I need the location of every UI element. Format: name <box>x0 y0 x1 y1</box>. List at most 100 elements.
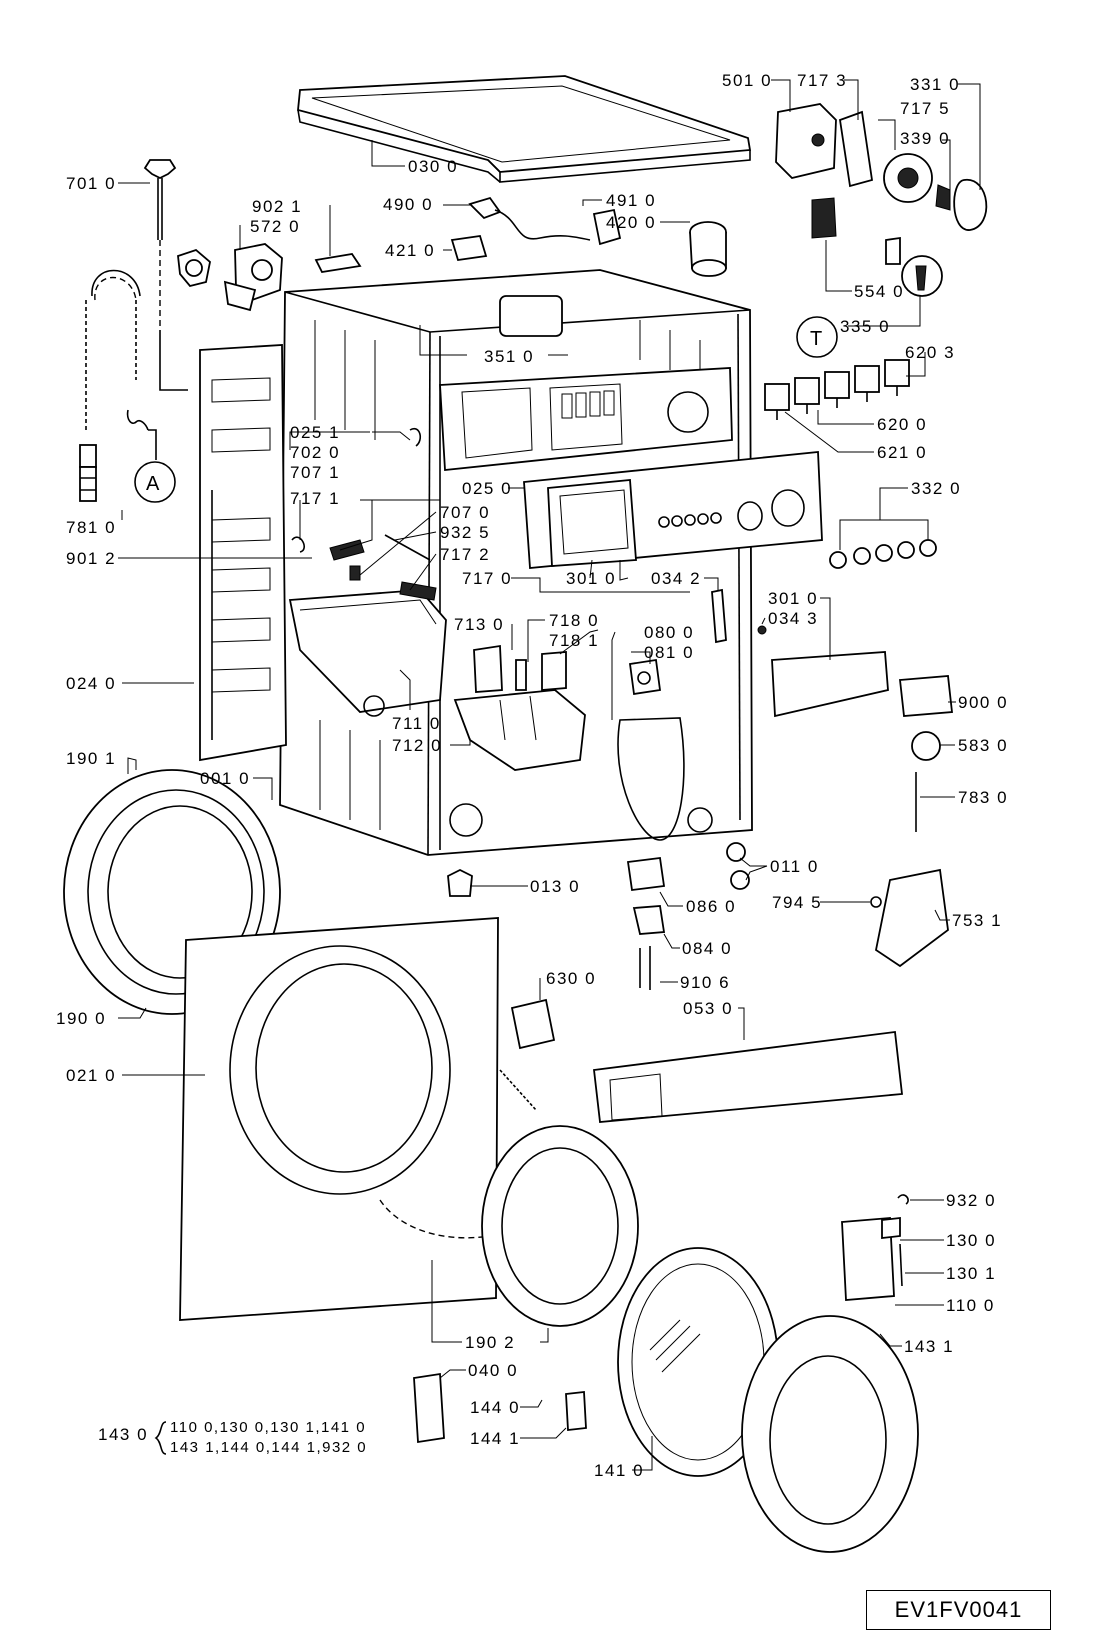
label-902-1: 902 1 <box>252 197 302 216</box>
inlet-hose-part <box>79 159 188 502</box>
label-707-0: 707 0 <box>440 503 490 522</box>
heater-gasket-part <box>617 658 685 841</box>
label-717-2: 717 2 <box>440 545 490 564</box>
label-335-0: 335 0 <box>840 317 890 336</box>
label-030-0: 030 0 <box>408 157 458 176</box>
label-013-0: 013 0 <box>530 877 580 896</box>
detail-t-letter: T <box>810 328 822 350</box>
label-034-3: 034 3 <box>768 609 818 628</box>
label-621-0: 621 0 <box>877 443 927 462</box>
label-901-2: 901 2 <box>66 549 116 568</box>
label-717-1: 717 1 <box>290 489 340 508</box>
label-630-0: 630 0 <box>546 969 596 988</box>
label-718-0: 718 0 <box>549 611 599 630</box>
label-080-0: 080 0 <box>644 623 694 642</box>
label-783-0: 783 0 <box>958 788 1008 807</box>
label-144-1: 144 1 <box>470 1429 520 1448</box>
label-712-0: 712 0 <box>392 736 442 755</box>
label-081-0: 081 0 <box>644 643 694 662</box>
kit-143-0-line-1: 110 0,130 0,130 1,141 0 <box>170 1419 366 1436</box>
label-501-0: 501 0 <box>722 71 772 90</box>
label-711-0: 711 0 <box>392 714 441 733</box>
kit-brace <box>154 1421 167 1455</box>
door-lock-part <box>510 998 556 1050</box>
fascia-panel-part <box>523 451 823 569</box>
capacitor-part <box>689 221 727 277</box>
label-001-0: 001 0 <box>200 769 250 788</box>
feet-and-clips-part <box>447 842 882 990</box>
filter-block-part <box>450 234 488 262</box>
push-switch-bank-part <box>764 359 910 420</box>
label-794-5: 794 5 <box>772 893 822 912</box>
label-040-0: 040 0 <box>468 1361 518 1380</box>
label-339-0: 339 0 <box>900 129 950 148</box>
label-190-2: 190 2 <box>465 1333 515 1352</box>
label-620-3: 620 3 <box>905 343 955 362</box>
label-620-0: 620 0 <box>877 415 927 434</box>
label-130-0: 130 0 <box>946 1231 996 1250</box>
push-buttons-part <box>829 539 937 569</box>
detail-a-marker <box>134 461 176 503</box>
label-420-0: 420 0 <box>606 213 656 232</box>
label-702-0: 702 0 <box>290 443 340 462</box>
label-554-0: 554 0 <box>854 282 904 301</box>
label-717-5: 717 5 <box>900 99 950 118</box>
label-753-1: 753 1 <box>952 911 1002 930</box>
programmer-timer-part <box>775 103 988 297</box>
control-panel-frame-part <box>409 367 733 471</box>
label-351-0: 351 0 <box>484 347 534 366</box>
label-084-0: 084 0 <box>682 939 732 958</box>
label-190-0: 190 0 <box>56 1009 106 1028</box>
label-143-0: 143 0 <box>98 1425 148 1444</box>
label-110-0: 110 0 <box>946 1296 995 1315</box>
label-491-0: 491 0 <box>606 191 656 210</box>
kick-plate-part <box>593 1030 903 1123</box>
drawer-small-parts <box>473 644 567 693</box>
label-910-6: 910 6 <box>680 973 730 992</box>
label-572-0: 572 0 <box>250 217 300 236</box>
terminal-block-part <box>314 253 362 273</box>
label-025-1: 025 1 <box>290 423 340 442</box>
label-932-5: 932 5 <box>440 523 490 542</box>
rear-panel-part <box>199 344 287 762</box>
label-713-0: 713 0 <box>454 615 504 634</box>
label-701-0: 701 0 <box>66 174 116 193</box>
drain-pump-part <box>874 868 949 968</box>
label-053-0: 053 0 <box>683 999 733 1018</box>
label-421-0: 421 0 <box>385 241 435 260</box>
detail-a-letter: A <box>146 473 160 495</box>
outer-door-ring-part <box>741 1315 919 1553</box>
diagram-code-box: EV1FV0041 <box>866 1590 1051 1630</box>
door-interlock-cable-part <box>468 196 622 246</box>
label-718-1: 718 1 <box>549 631 599 650</box>
label-490-0: 490 0 <box>383 195 433 214</box>
level-switch-part <box>711 588 953 832</box>
hinge-and-handle-parts <box>413 1194 909 1444</box>
label-190-1: 190 1 <box>66 749 116 768</box>
label-024-0: 024 0 <box>66 674 116 693</box>
door-glass-part <box>617 1247 779 1477</box>
label-717-0: 717 0 <box>462 569 512 588</box>
label-141-0: 141 0 <box>594 1461 644 1480</box>
label-900-0: 900 0 <box>958 693 1008 712</box>
label-034-2: 034 2 <box>651 569 701 588</box>
label-932-0: 932 0 <box>946 1191 996 1210</box>
inner-door-ring-part <box>481 1125 639 1327</box>
label-781-0: 781 0 <box>66 518 116 537</box>
label-717-3: 717 3 <box>797 71 847 90</box>
label-144-0: 144 0 <box>470 1398 520 1417</box>
label-143-1: 143 1 <box>904 1337 954 1356</box>
label-301-0-cover: 301 0 <box>768 589 818 608</box>
label-086-0: 086 0 <box>686 897 736 916</box>
label-011-0: 011 0 <box>770 857 819 876</box>
label-707-1: 707 1 <box>290 463 340 482</box>
label-025-0: 025 0 <box>462 479 512 498</box>
label-583-0: 583 0 <box>958 736 1008 755</box>
top-cover-part <box>297 75 752 183</box>
leader-lines <box>118 79 981 1471</box>
kit-143-0-line-2: 143 1,144 0,144 1,932 0 <box>170 1439 367 1456</box>
label-130-1: 130 1 <box>946 1264 996 1283</box>
label-332-0: 332 0 <box>911 479 961 498</box>
inlet-valve-part <box>177 243 283 312</box>
label-021-0: 021 0 <box>66 1066 116 1085</box>
